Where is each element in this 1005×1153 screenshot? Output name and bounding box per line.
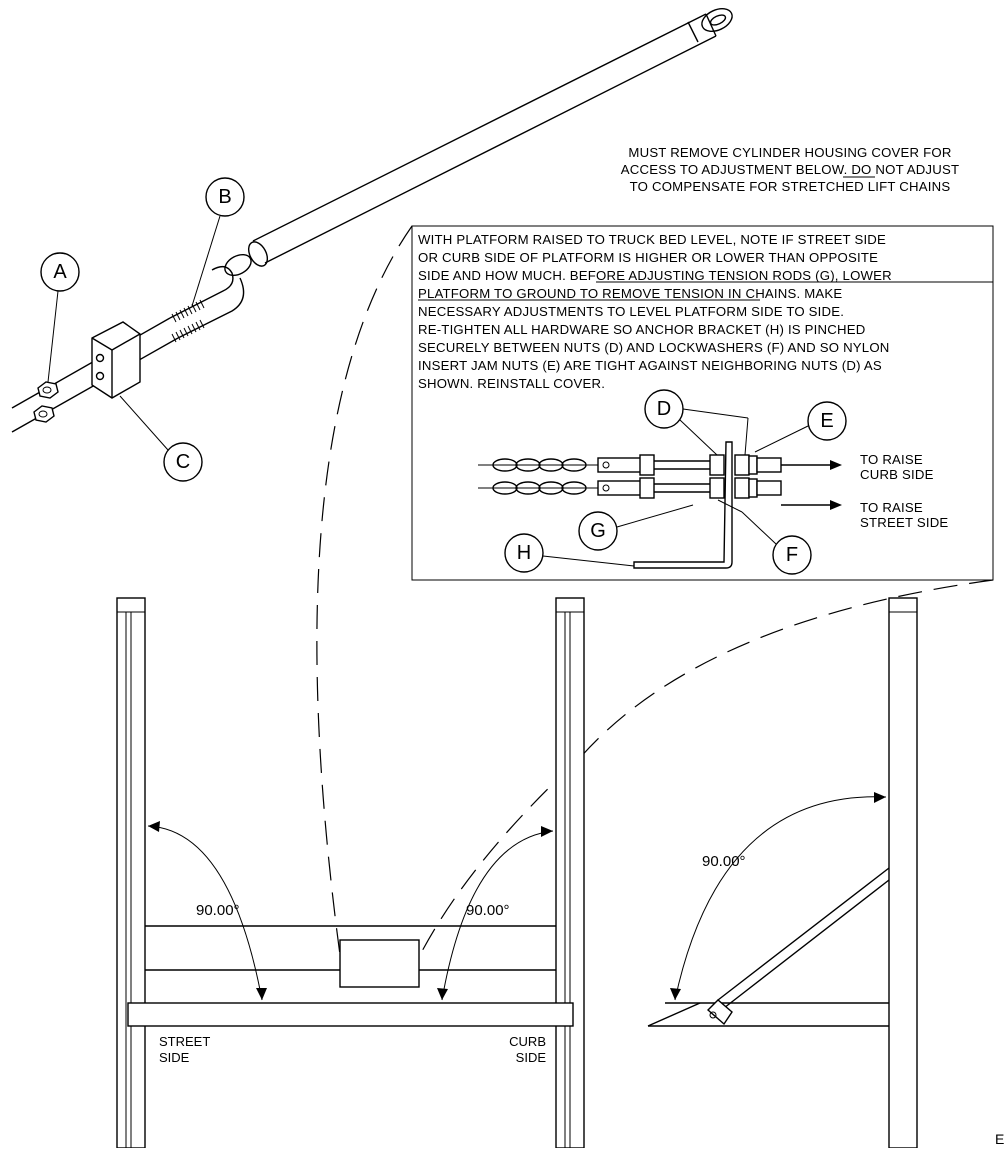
cylinder-end-cap <box>247 241 269 267</box>
top-shackle-ring <box>701 7 733 33</box>
chain-rod-detail <box>478 441 842 569</box>
callout-b: B <box>191 177 245 307</box>
upper-chain <box>478 458 598 472</box>
lower-shackle-ring <box>224 253 252 277</box>
side-view-frame <box>647 597 918 1149</box>
box-note-line-5: NECESSARY ADJUSTMENTS TO LEVEL PLATFORM … <box>418 304 844 319</box>
hex-nut-upper <box>37 381 59 399</box>
raise-street-line-1: TO RAISE <box>860 500 923 515</box>
upper-rod-end <box>756 457 782 473</box>
box-note-line-2: OR CURB SIDE OF PLATFORM IS HIGHER OR LO… <box>418 250 878 265</box>
upper-jam-nut-e <box>734 454 750 476</box>
anchor-block <box>91 321 141 399</box>
box-note-line-7: SECURELY BETWEEN NUTS (D) AND LOCKWASHER… <box>418 340 890 355</box>
raise-curb-line-2: CURB SIDE <box>860 467 934 482</box>
platform-bar <box>127 1002 574 1027</box>
raise-labels: TO RAISE CURB SIDE TO RAISE STREET SIDE <box>860 452 948 530</box>
box-note-line-6: RE-TIGHTEN ALL HARDWARE SO ANCHOR BRACKE… <box>418 322 865 337</box>
front-view-frame <box>116 597 585 1149</box>
anchor-block-edge-2 <box>111 333 141 351</box>
dashed-leader-right <box>419 579 994 956</box>
street-side-line-2: SIDE <box>159 1050 190 1065</box>
lower-rod-end <box>756 480 782 496</box>
top-note-line-2: ACCESS TO ADJUSTMENT BELOW. DO NOT ADJUS… <box>621 162 959 177</box>
curb-side-line-1: CURB <box>509 1034 546 1049</box>
callout-d: D <box>644 389 749 456</box>
callout-h: H <box>504 533 635 573</box>
box-note-line-8: INSERT JAM NUTS (E) ARE TIGHT AGAINST NE… <box>418 358 882 373</box>
anchor-block-hole-1 <box>95 353 105 363</box>
svg-text:H: H <box>517 542 531 564</box>
svg-text:C: C <box>176 451 190 473</box>
cylinder-cap-line <box>687 21 699 43</box>
top-note-line-3: TO COMPENSATE FOR STRETCHED LIFT CHAINS <box>630 179 951 194</box>
side-view-post <box>888 597 918 1149</box>
dashed-leader-left <box>316 225 413 956</box>
u-bolt-threads <box>171 299 205 343</box>
u-bolt-lower-leg <box>177 277 245 339</box>
box-note-line-3: SIDE AND HOW MUCH. BEFORE ADJUSTING TENS… <box>418 268 892 283</box>
svg-text:D: D <box>657 398 671 420</box>
top-note: MUST REMOVE CYLINDER HOUSING COVER FOR A… <box>621 145 959 194</box>
callout-e: E <box>754 401 847 453</box>
svg-text:A: A <box>53 261 67 283</box>
lower-nut-d <box>709 477 725 499</box>
raise-curb-line-1: TO RAISE <box>860 452 923 467</box>
anchor-block-edge <box>91 337 113 351</box>
cylinder-cap-end <box>705 13 717 37</box>
lower-jam-nut <box>734 477 750 499</box>
adjustment-note: WITH PLATFORM RAISED TO TRUCK BED LEVEL,… <box>418 232 993 391</box>
upper-nut-d <box>709 454 725 476</box>
dashed-leaders <box>316 225 994 956</box>
cylinder-rod-assembly <box>11 7 733 433</box>
callout-a: A <box>40 252 80 383</box>
cylinder-tube-upper <box>252 13 707 242</box>
angle-label-left: 90.00° <box>196 902 240 919</box>
u-bolt-upper-leg <box>169 265 234 319</box>
box-note-line-4: PLATFORM TO GROUND TO REMOVE TENSION IN … <box>418 286 842 301</box>
front-angle-dims <box>147 821 554 1001</box>
upper-rod-nut-1 <box>639 454 655 476</box>
svg-text:G: G <box>590 520 606 542</box>
anchor-block-hole-2 <box>95 371 105 381</box>
box-note-line-9: SHOWN. REINSTALL COVER. <box>418 376 605 391</box>
svg-text:F: F <box>786 544 798 566</box>
hex-nut-lower <box>33 405 55 423</box>
callout-f: F <box>717 499 812 575</box>
angle-label-right: 90.00° <box>466 902 510 919</box>
street-side-line-1: STREET <box>159 1034 210 1049</box>
side-angle-dim <box>670 792 887 1001</box>
cylinder-housing-box <box>339 939 420 988</box>
side-labels: STREET SIDE CURB SIDE <box>159 1034 546 1065</box>
top-note-line-1: MUST REMOVE CYLINDER HOUSING COVER FOR <box>628 145 951 160</box>
lower-rod-nut-1 <box>639 477 655 499</box>
rod-upper <box>11 317 171 409</box>
svg-text:B: B <box>218 186 231 208</box>
angle-label-side: 90.00° <box>702 853 746 870</box>
top-shackle-hole <box>709 14 727 26</box>
raise-street-line-2: STREET SIDE <box>860 515 948 530</box>
svg-text:E: E <box>820 410 833 432</box>
raise-arrows <box>781 460 842 510</box>
cylinder-tube-lower <box>264 35 717 264</box>
side-view-clevis <box>706 999 733 1026</box>
curb-side-line-2: SIDE <box>516 1050 547 1065</box>
callout-g: G <box>578 504 694 551</box>
corner-letter: E <box>995 1131 1004 1147</box>
box-note-line-1: WITH PLATFORM RAISED TO TRUCK BED LEVEL,… <box>418 232 886 247</box>
callout-c: C <box>119 395 203 482</box>
lower-chain <box>478 481 598 495</box>
